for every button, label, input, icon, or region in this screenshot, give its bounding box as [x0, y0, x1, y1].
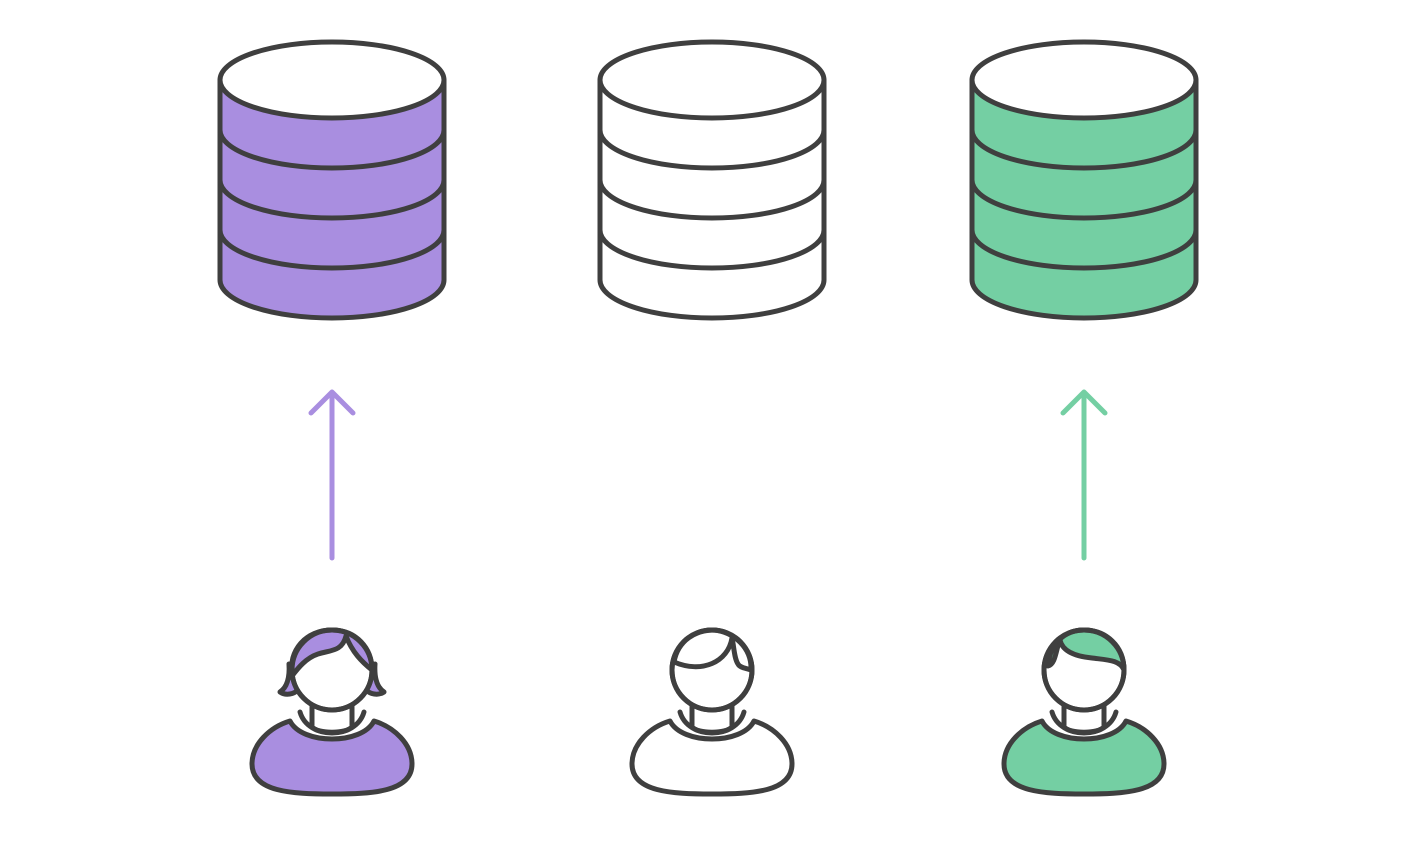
database-band-line: [969, 129, 1199, 171]
user-torso: [629, 718, 795, 797]
user-female-icon-left: [249, 627, 415, 797]
user-collar: [297, 709, 367, 736]
database-band-line: [597, 129, 827, 171]
database-band-line: [597, 179, 827, 221]
database-band-line: [217, 179, 447, 221]
database-band-line: [217, 129, 447, 171]
database-band-line: [217, 229, 447, 271]
database-top: [597, 39, 827, 121]
user-torso: [1001, 718, 1167, 797]
user-head-outline: [289, 627, 375, 713]
database-top: [969, 39, 1199, 121]
user-head-outline: [669, 627, 755, 713]
user-collar: [1049, 709, 1119, 736]
database-icon-left: [217, 39, 447, 321]
database-icon-right: [969, 39, 1199, 321]
user-male-icon-center: [629, 627, 795, 797]
database-top: [217, 39, 447, 121]
arrow-up-icon-right: [1060, 389, 1108, 561]
arrow-up-icon-left: [308, 389, 356, 561]
database-icon-center: [597, 39, 827, 321]
user-male-icon-right: [1001, 627, 1167, 797]
user-head-outline: [1041, 627, 1127, 713]
user-torso: [249, 718, 415, 797]
database-band-line: [969, 179, 1199, 221]
user-collar: [677, 709, 747, 736]
database-band-line: [597, 229, 827, 271]
user-hair: [671, 627, 754, 673]
database-band-line: [969, 229, 1199, 271]
